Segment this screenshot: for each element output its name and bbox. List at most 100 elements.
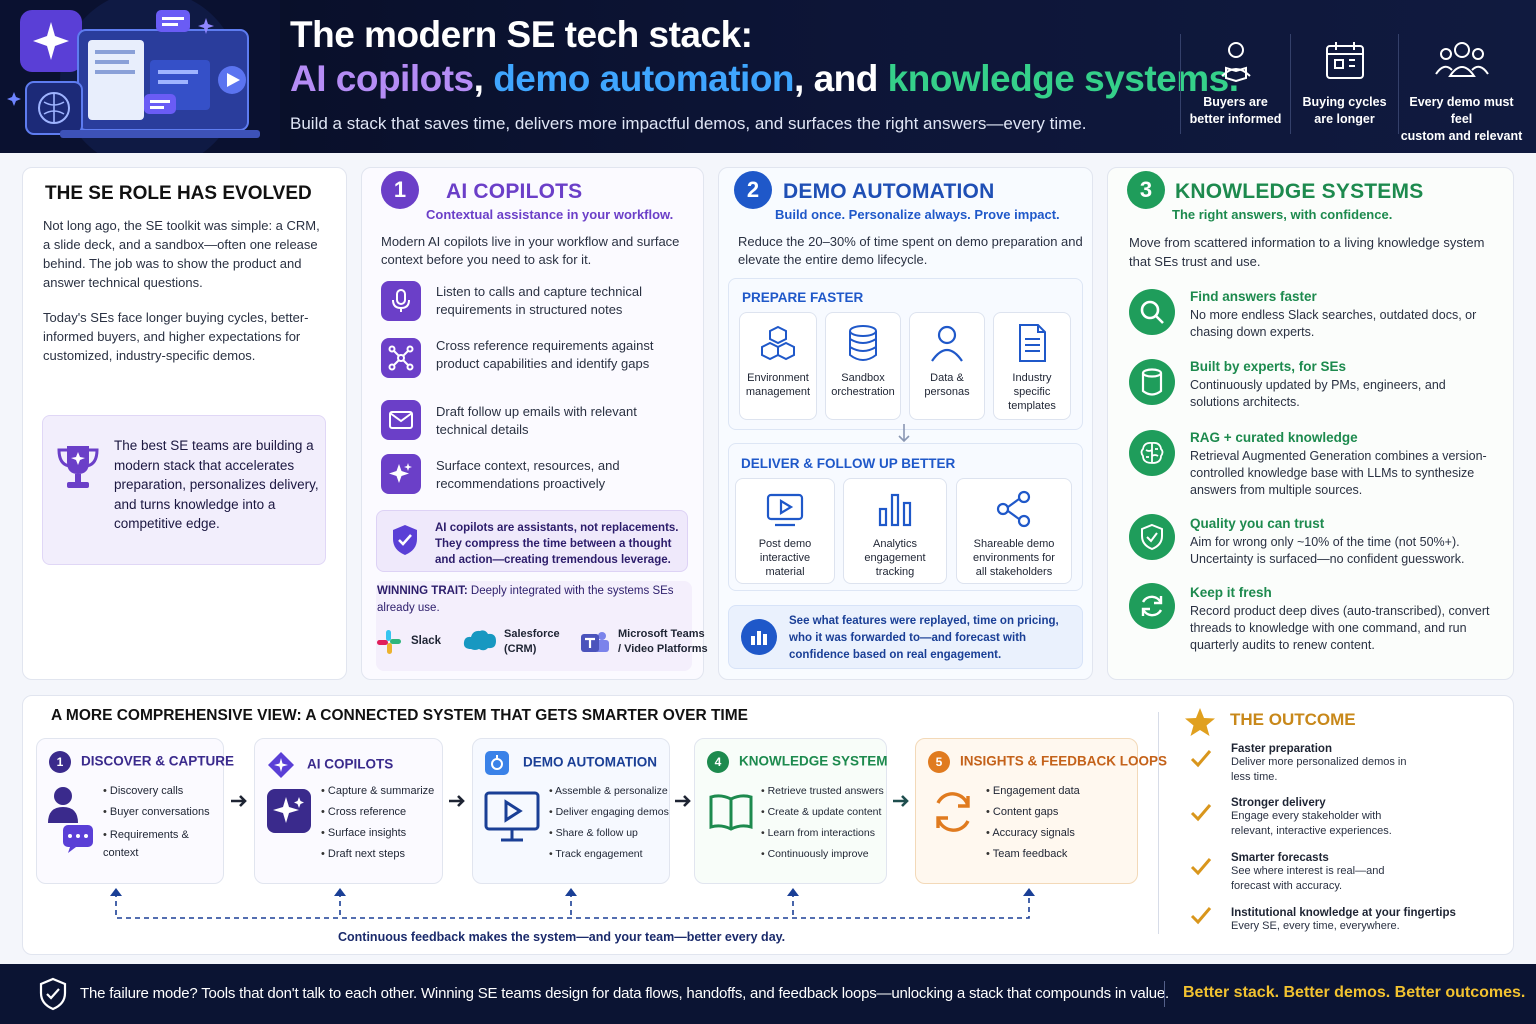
copilot-item-3: Draft follow up emails with relevant tec… [436, 404, 637, 437]
footer-bar: The failure mode? Tools that don't talk … [0, 964, 1536, 1024]
stage-item: Share & follow up [549, 823, 669, 844]
analytics-badge-icon [741, 619, 777, 655]
prepare-data-personas: Data & personas [909, 312, 985, 420]
stat-custom-demo: Every demo must feel custom and relevant [1398, 34, 1524, 143]
flow-arrow-icon [675, 795, 691, 807]
ai-copilots-note-text: AI copilots are assistants, not replacem… [435, 522, 679, 566]
stage-item-list: Discovery calls Buyer conversations Requ… [103, 781, 221, 862]
outcome-item-text: Every SE, every time, everywhere. [1231, 920, 1400, 932]
database-icon [849, 325, 877, 361]
deliver-panel: DELIVER & FOLLOW UP BETTER Post demo int… [728, 443, 1083, 591]
page-title-line2: AI copilots, demo automation, and knowle… [290, 58, 1239, 100]
knowledge-item-title: RAG + curated knowledge [1190, 430, 1358, 445]
ai-copilots-subtitle: Contextual assistance in your workflow. [426, 207, 674, 222]
knowledge-item-title: Quality you can trust [1190, 516, 1325, 531]
deliver-shareable: Shareable demo environments for all stak… [956, 478, 1072, 584]
stage-item: Create & update content [761, 802, 885, 823]
stat-label: Buyers are [1203, 95, 1268, 109]
winning-trait-label: WINNING TRAIT: [377, 585, 468, 597]
outcome-divider [1158, 712, 1159, 934]
flow-arrow-icon [449, 795, 465, 807]
stage-title-text: INSIGHTS & FEEDBACK LOOPS [960, 753, 1168, 769]
outcome-item-title: Smarter forecasts [1231, 852, 1329, 864]
footer-divider [1164, 981, 1165, 1007]
outcome-item-text: See where interest is real—and forecast … [1231, 865, 1385, 892]
feedback-loop-lines [110, 888, 1035, 919]
stage-item: Assemble & personalize [549, 781, 669, 802]
stage-ai-copilots: AI COPILOTS Capture & summarize Cross re… [254, 738, 443, 884]
title-sep1: , [473, 58, 494, 99]
group-icon [1434, 42, 1489, 77]
winning-trait-text: Deeply integrated with the systems SEs a… [377, 585, 674, 614]
deliver-analytics: Analytics engagement tracking [843, 478, 947, 584]
prepare-faster-panel: PREPARE FASTER Environment management Sa… [728, 278, 1083, 430]
stage-item-list: Retrieve trusted answers Create & update… [761, 781, 885, 865]
cycle-arrows-icon [936, 792, 970, 832]
stage-item: Content gaps [986, 802, 1126, 823]
brain-icon [1129, 430, 1175, 476]
footer-tagline: Better stack. Better demos. Better outco… [1183, 984, 1526, 1001]
stage-item: Team feedback [986, 844, 1126, 865]
stat-label: better informed [1189, 112, 1282, 126]
prepare-item-label: Sandbox orchestration [831, 372, 895, 398]
deliver-post-demo: Post demo interactive material [735, 478, 835, 584]
knowledge-systems-subtitle: The right answers, with confidence. [1172, 207, 1393, 222]
stage-item: Deliver engaging demos [549, 802, 669, 823]
check-icon [1190, 804, 1212, 822]
se-role-paragraph-1: Not long ago, the SE toolkit was simple:… [43, 218, 320, 290]
flow-arrow-icon [893, 795, 909, 807]
stage-item: Capture & summarize [321, 781, 441, 802]
outcome-item-text: Deliver more personalized demos in less … [1231, 756, 1407, 783]
demo-automation-note-text: See what features were replayed, time on… [789, 615, 1059, 661]
knowledge-item-text: Aim for wrong only ~10% of the time (not… [1190, 535, 1465, 566]
check-icon [1190, 907, 1212, 925]
prepare-environment: Environment management [739, 312, 817, 420]
open-book-icon [709, 794, 753, 831]
database-icon [1129, 359, 1175, 405]
title-sep2: , and [794, 58, 888, 99]
stage-item: Accuracy signals [986, 823, 1126, 844]
header-banner: The modern SE tech stack: AI copilots, d… [0, 0, 1536, 153]
stage-item: Retrieve trusted answers [761, 781, 885, 802]
outcome-title: THE OUTCOME [1230, 710, 1356, 729]
video-play-icon [766, 493, 804, 527]
cubes-icon [761, 325, 795, 361]
se-role-paragraph-2: Today's SEs face longer buying cycles, b… [43, 310, 309, 363]
ai-copilots-title: AI COPILOTS [446, 180, 583, 203]
deliver-item-label: Post demo interactive material [758, 538, 812, 578]
stat-label: custom and relevant [1400, 129, 1523, 143]
se-role-callout: The best SE teams are building a modern … [42, 415, 326, 565]
stage-item-list: Assemble & personalize Deliver engaging … [549, 781, 669, 865]
stage-item-list: Engagement data Content gaps Accuracy si… [986, 781, 1126, 865]
magnifier-icon [1129, 289, 1175, 335]
integration-slack: Slack [411, 635, 442, 647]
copilot-item-4: Surface context, resources, and recommen… [436, 458, 620, 491]
stage-number: 4 [707, 751, 729, 773]
check-icon [1190, 858, 1212, 876]
copilot-item-1: Listen to calls and capture technical re… [436, 284, 642, 317]
flow-arrow-icon [231, 795, 247, 807]
envelope-icon [381, 400, 421, 440]
sparkle-icon [381, 454, 421, 494]
knowledge-item-title: Keep it fresh [1190, 585, 1272, 600]
stat-buying-cycles: Buying cycles are longer [1290, 34, 1398, 134]
section-number-2: 2 [734, 171, 772, 209]
hero-illustration [0, 0, 280, 153]
deliver-item-label: Analytics engagement tracking [864, 538, 926, 578]
stage-item: Cross reference [321, 802, 441, 823]
stage-item: Requirements & context [103, 826, 221, 862]
knowledge-item-title: Find answers faster [1190, 289, 1317, 304]
outcome-item: Institutional knowledge at your fingerti… [1231, 907, 1491, 934]
stage-title: AI COPILOTS [267, 751, 393, 779]
knowledge-item-text: No more endless Slack searches, outdated… [1190, 308, 1477, 339]
stage-item: Learn from interactions [761, 823, 885, 844]
document-icon [1019, 324, 1046, 362]
person-icon [931, 325, 963, 362]
prepare-item-label: Industry specific templates [1008, 372, 1056, 412]
